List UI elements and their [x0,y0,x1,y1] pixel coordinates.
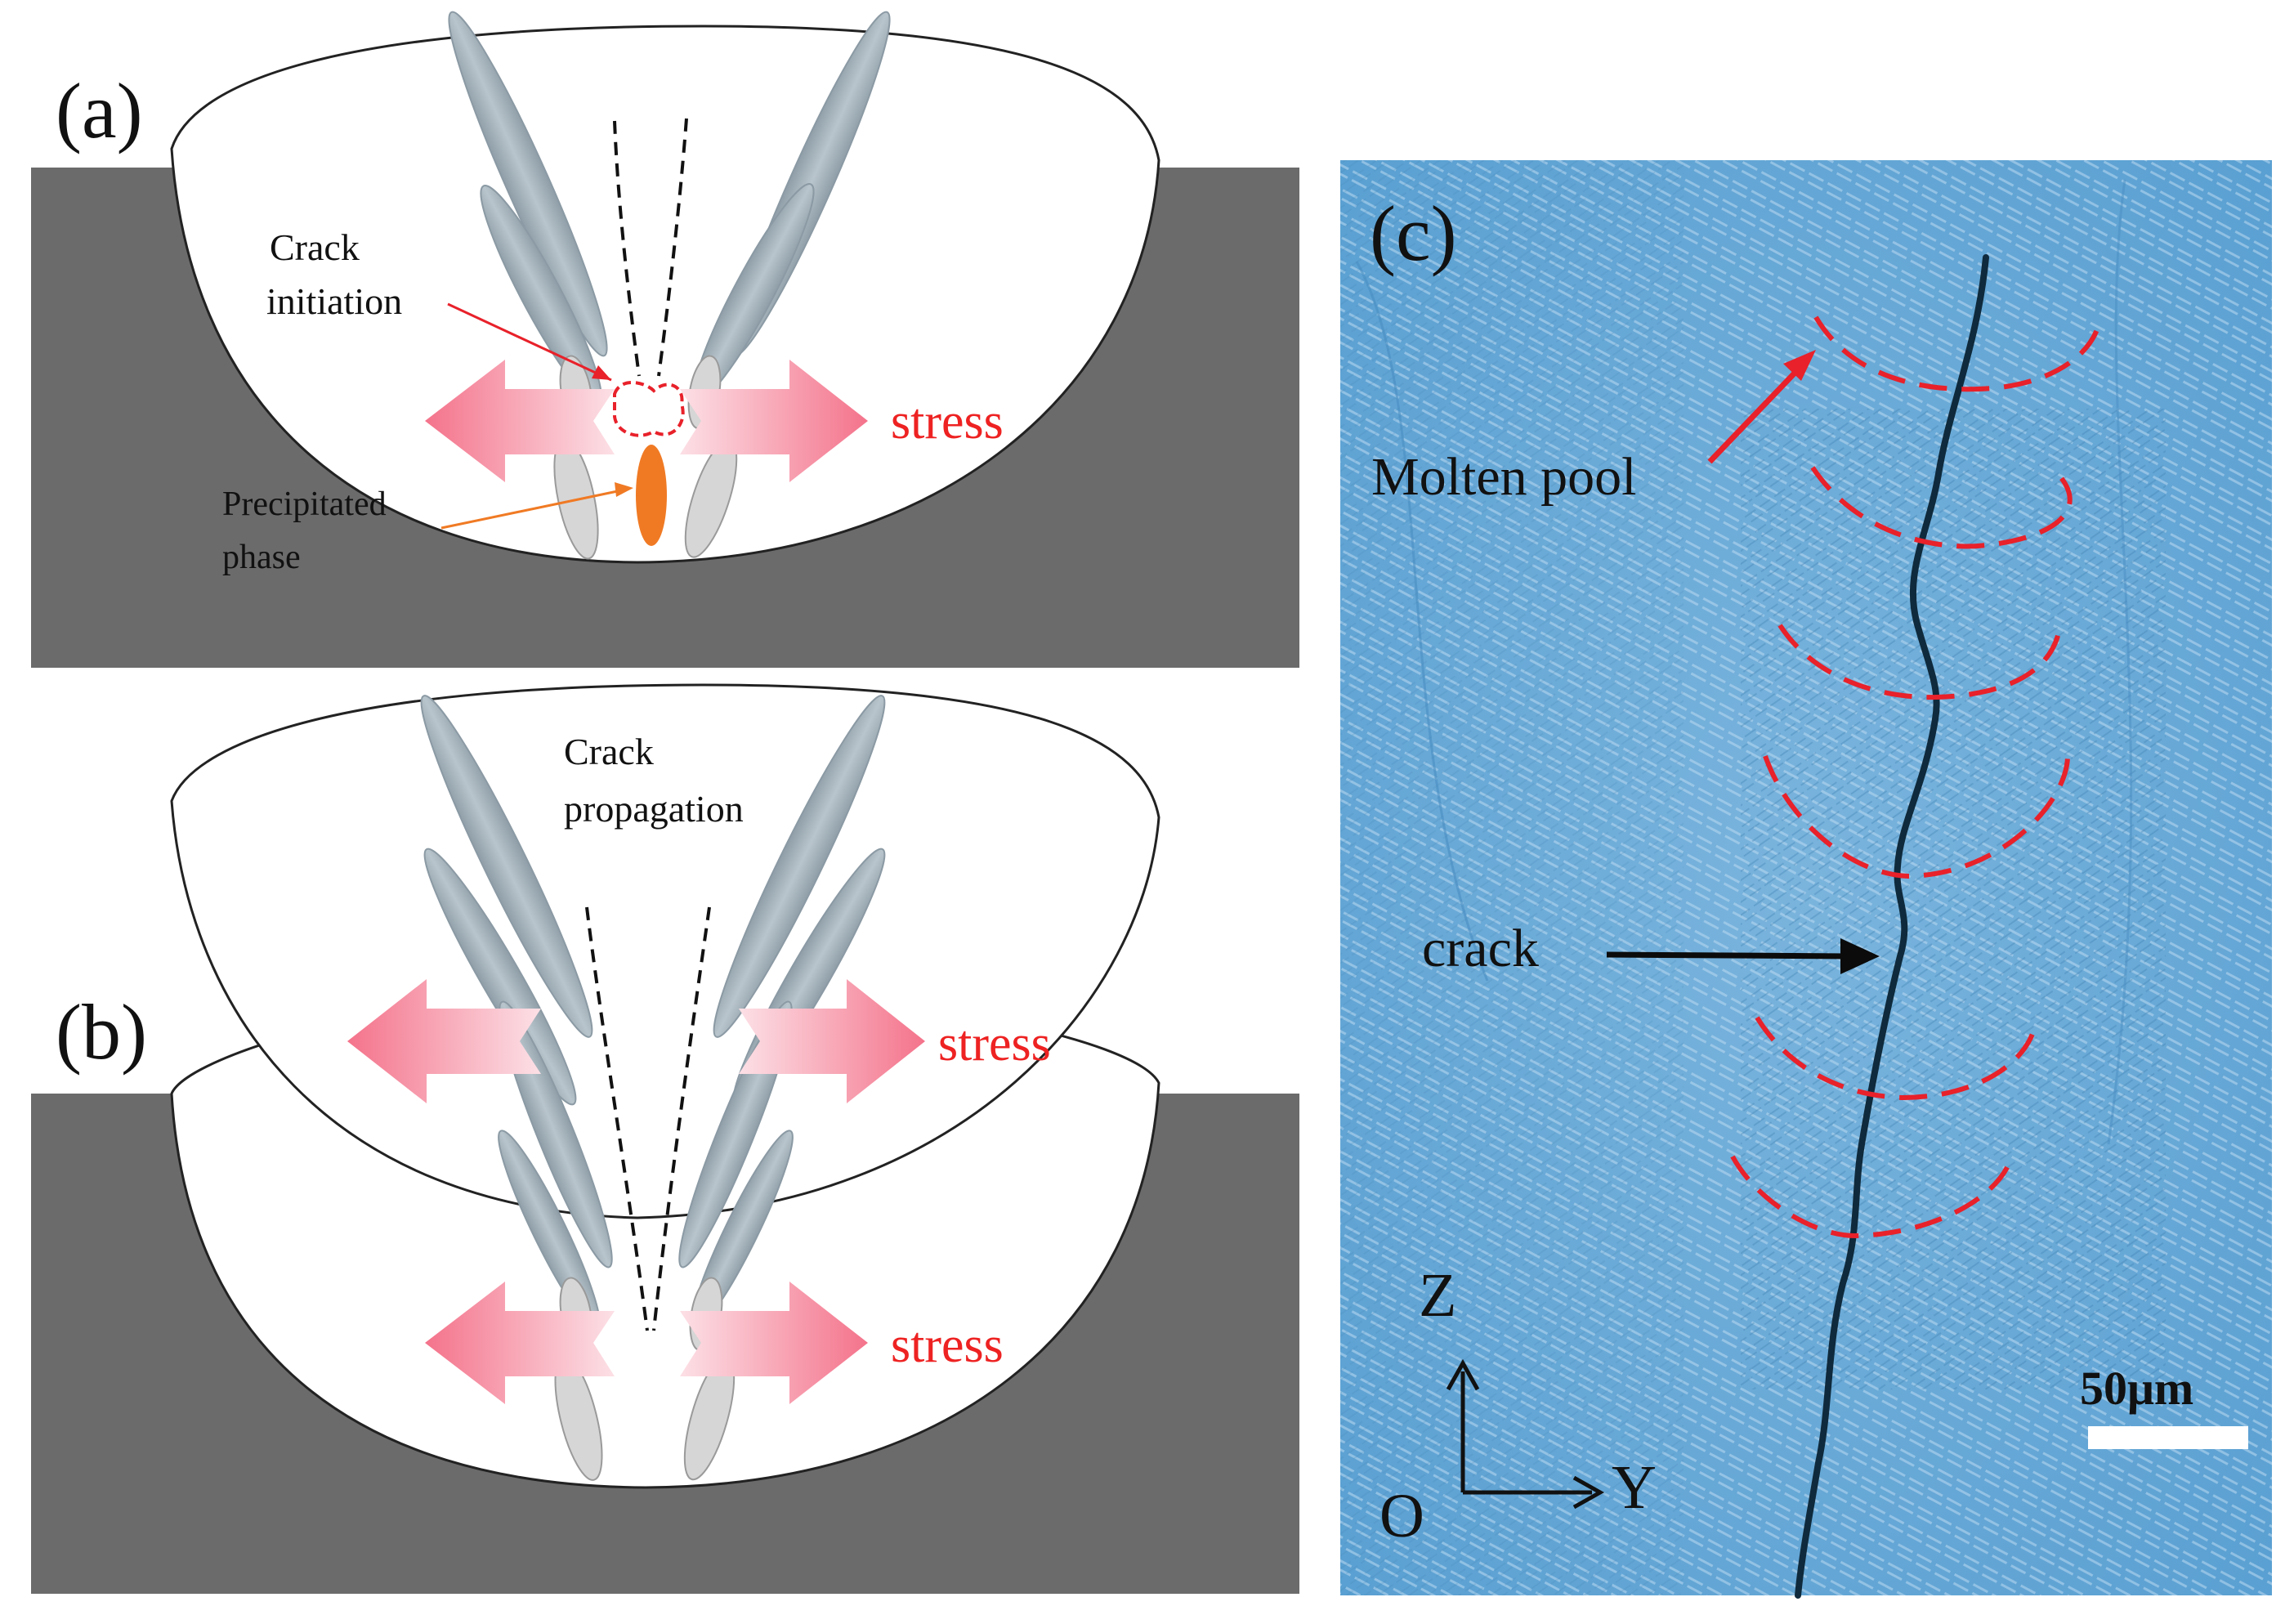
precipitated-phase-pointer [440,487,630,530]
axis-y-label: Y [1612,1453,1657,1522]
crack-initiation-pointer-head [592,365,611,380]
molten-pool-arrowhead [1783,350,1816,381]
stress-arrow-left-b-upper [347,979,541,1103]
precipitate-a [636,445,667,546]
precipitated-phase-pointer-head [615,482,633,497]
scale-bar [2088,1426,2248,1449]
crack-label: crack [1422,919,1539,978]
stress-arrow-right-b-lower [680,1282,868,1404]
axis-y-arrowhead [1572,1475,1605,1510]
molten-pool-arrow [1707,364,1804,464]
stress-arrow-right-b-upper [739,979,925,1103]
panel-b: (b) Crack propagation stress stress [31,683,1299,1594]
panel-label-a: (a) [56,67,143,154]
crack-arrowhead [1840,938,1880,974]
interdendritic-line-a2 [657,118,688,377]
interdendritic-line-b2 [652,906,711,1331]
crack-propagation-label-line1: Crack [564,731,654,772]
molten-pool-label: Molten pool [1371,447,1637,507]
crack-line [1795,254,1989,1599]
scale-bar-label: 50μm [2080,1362,2193,1415]
panel-label-c: (c) [1370,190,1457,277]
stress-arrow-left-b-lower [425,1282,615,1404]
precipitated-phase-label-line1: Precipitated [222,485,387,523]
axis-origin-label: O [1379,1482,1424,1550]
axis-z-arrowhead [1446,1358,1480,1391]
stress-arrow-right-a [680,360,868,482]
stress-label-b-lower: stress [891,1318,1004,1373]
micrograph-texture [1340,160,2272,1595]
axis-z-label: Z [1419,1261,1456,1330]
panel-label-b: (b) [56,988,147,1076]
panel-c: Molten pool crack Z Y O 50μm (c) [1340,160,2272,1599]
crack-propagation-label-line2: propagation [564,788,744,830]
interdendritic-line-a1 [613,120,641,377]
molten-pool-boundaries [1730,315,2103,1239]
precipitated-phase-label-line2: phase [222,539,301,576]
crack-initiation-pointer [447,302,612,382]
crack-arrow [1606,951,1849,960]
stress-label-b-upper: stress [938,1016,1051,1071]
interdendritic-line-b1 [585,906,649,1331]
stress-label-a: stress [891,394,1004,450]
crack-initiation-label-line1: Crack [270,226,360,268]
stress-arrow-left-a [425,360,615,482]
crack-initiation-label-line2: initiation [266,280,402,322]
panel-a: (a) Crack initiation Precipitated phase … [31,11,1299,668]
crack-void-a [612,380,685,437]
